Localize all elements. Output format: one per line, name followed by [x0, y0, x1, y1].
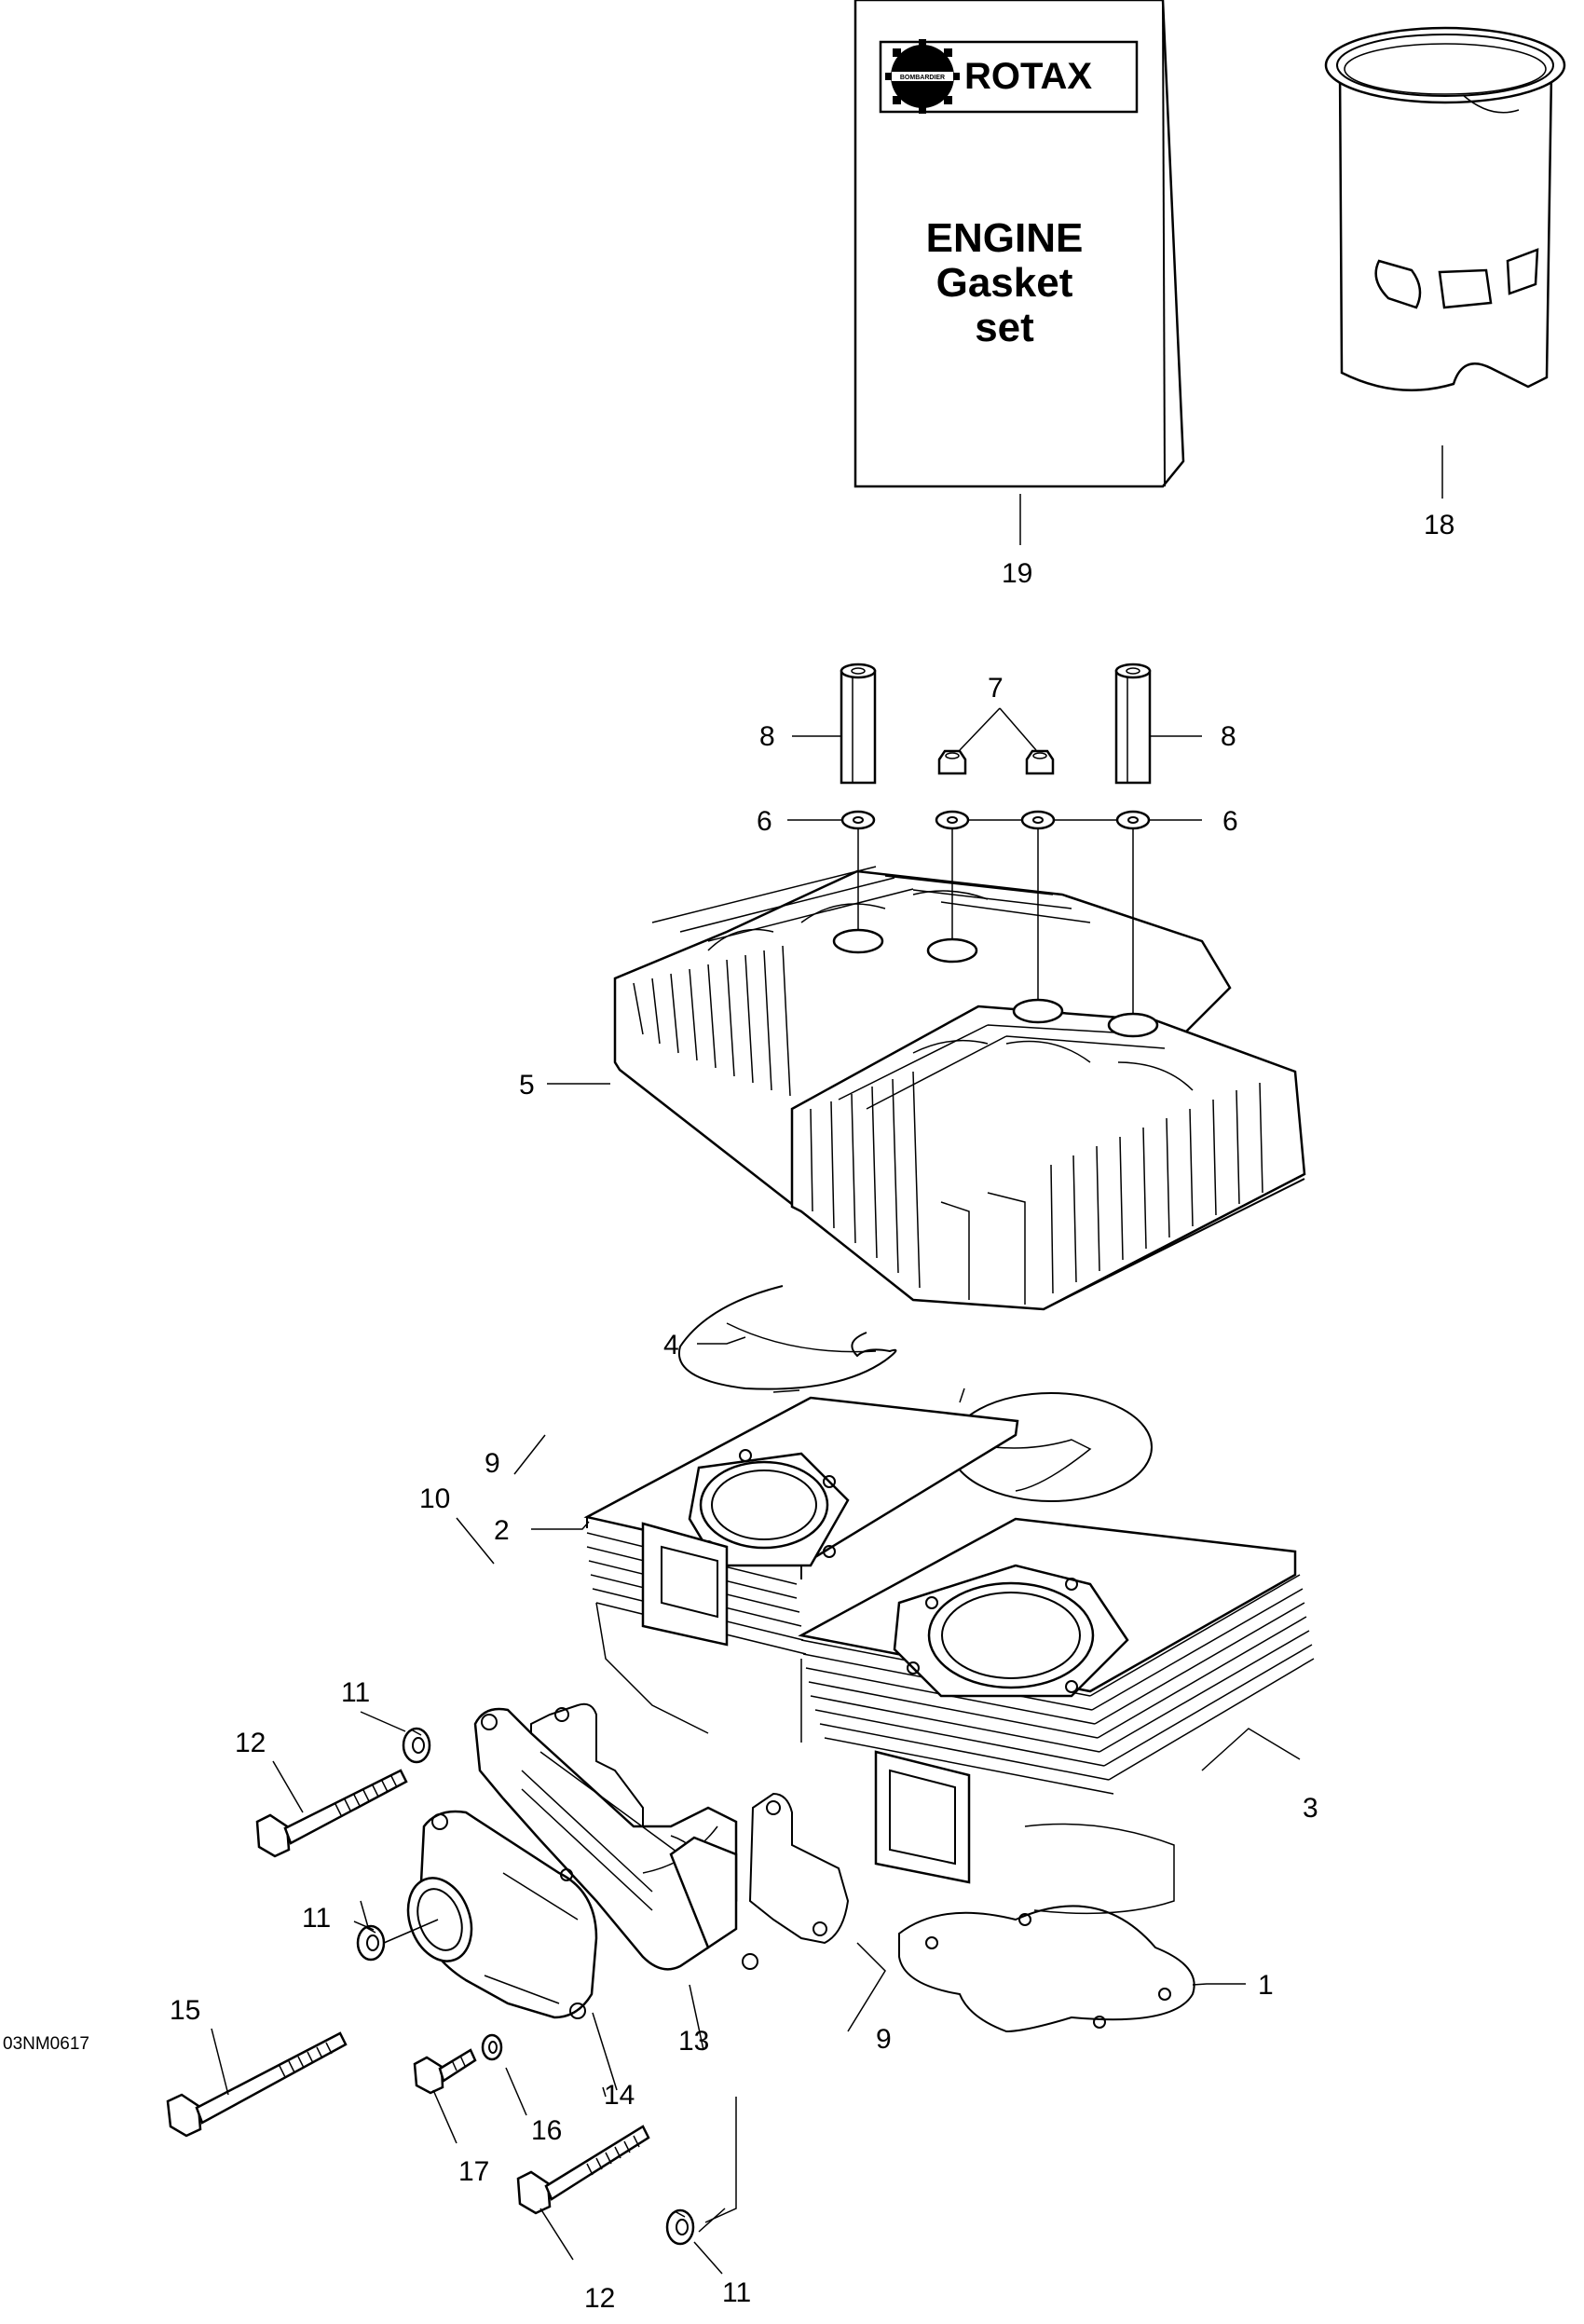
bolt-upper	[255, 1769, 408, 1858]
washer-row	[840, 810, 1151, 830]
figure-reference: 03NM0617	[3, 2034, 89, 2054]
screw-short	[413, 2048, 477, 2095]
logo-lettering: BOMBARDIER	[900, 75, 945, 81]
callout-11-lower: 11	[722, 2277, 751, 2308]
callout-6-right: 6	[1222, 806, 1238, 837]
callout-1: 1	[1258, 1970, 1274, 2001]
callout-17: 17	[458, 2156, 489, 2187]
kit-brand: ROTAX	[964, 56, 1092, 97]
callout-11-upper: 11	[341, 1677, 370, 1708]
callout-6-left: 6	[757, 806, 772, 837]
nut-left	[937, 749, 967, 775]
callout-19: 19	[1002, 558, 1032, 589]
stud-spacer-left	[840, 663, 877, 785]
cylinder-block	[583, 1396, 1315, 1915]
callout-8-right: 8	[1221, 721, 1236, 752]
callout-9-lower: 9	[876, 2024, 892, 2055]
bombardier-logo: BOMBARDIER	[885, 39, 960, 114]
manifold-gasket-front	[748, 1792, 850, 1945]
callout-4: 4	[663, 1330, 679, 1360]
bolt-long	[166, 2031, 348, 2138]
callout-12-upper: 12	[235, 1728, 266, 1758]
flat-washer	[481, 2033, 503, 2061]
callout-5: 5	[519, 1070, 535, 1100]
head-oring-rear	[677, 1285, 897, 1390]
cylinder-head	[613, 866, 1306, 1311]
kit-title-line3: set	[975, 305, 1034, 350]
intake-manifold	[473, 1707, 758, 1971]
kit-title-line2: Gasket	[936, 260, 1073, 306]
callout-2: 2	[494, 1515, 510, 1546]
callout-12-lower: 12	[584, 2283, 615, 2314]
lock-washer-middle	[356, 1924, 386, 1962]
bolt-lower	[516, 2125, 650, 2215]
callout-18: 18	[1424, 510, 1454, 540]
callout-16: 16	[531, 2115, 562, 2146]
callout-10: 10	[419, 1483, 450, 1514]
lock-washer-lower	[665, 2208, 695, 2246]
lock-washer-upper	[402, 1727, 431, 1764]
callout-8-left: 8	[759, 721, 775, 752]
callout-13: 13	[678, 2026, 709, 2057]
callout-9-upper: 9	[485, 1448, 500, 1479]
nut-right	[1025, 749, 1055, 775]
stud-spacer-right	[1114, 663, 1152, 785]
cylinder-sleeve	[1324, 26, 1566, 391]
base-gasket	[898, 1905, 1195, 2033]
callout-7: 7	[988, 673, 1004, 704]
callout-numbers: 1 2 3 4 5 6 6 7 8 8 9 9 10 11 11 11 12 1…	[170, 510, 1454, 2314]
callout-15: 15	[170, 1995, 200, 2026]
callout-3: 3	[1303, 1793, 1318, 1824]
callout-14: 14	[604, 2080, 635, 2111]
kit-title-line1: ENGINE	[926, 215, 1084, 261]
leader-lines	[211, 445, 1443, 2275]
gasket-kit-package: BOMBARDIER ROTAX ENGINE Gasket set	[853, 0, 1185, 488]
callout-11-middle: 11	[302, 1903, 331, 1934]
